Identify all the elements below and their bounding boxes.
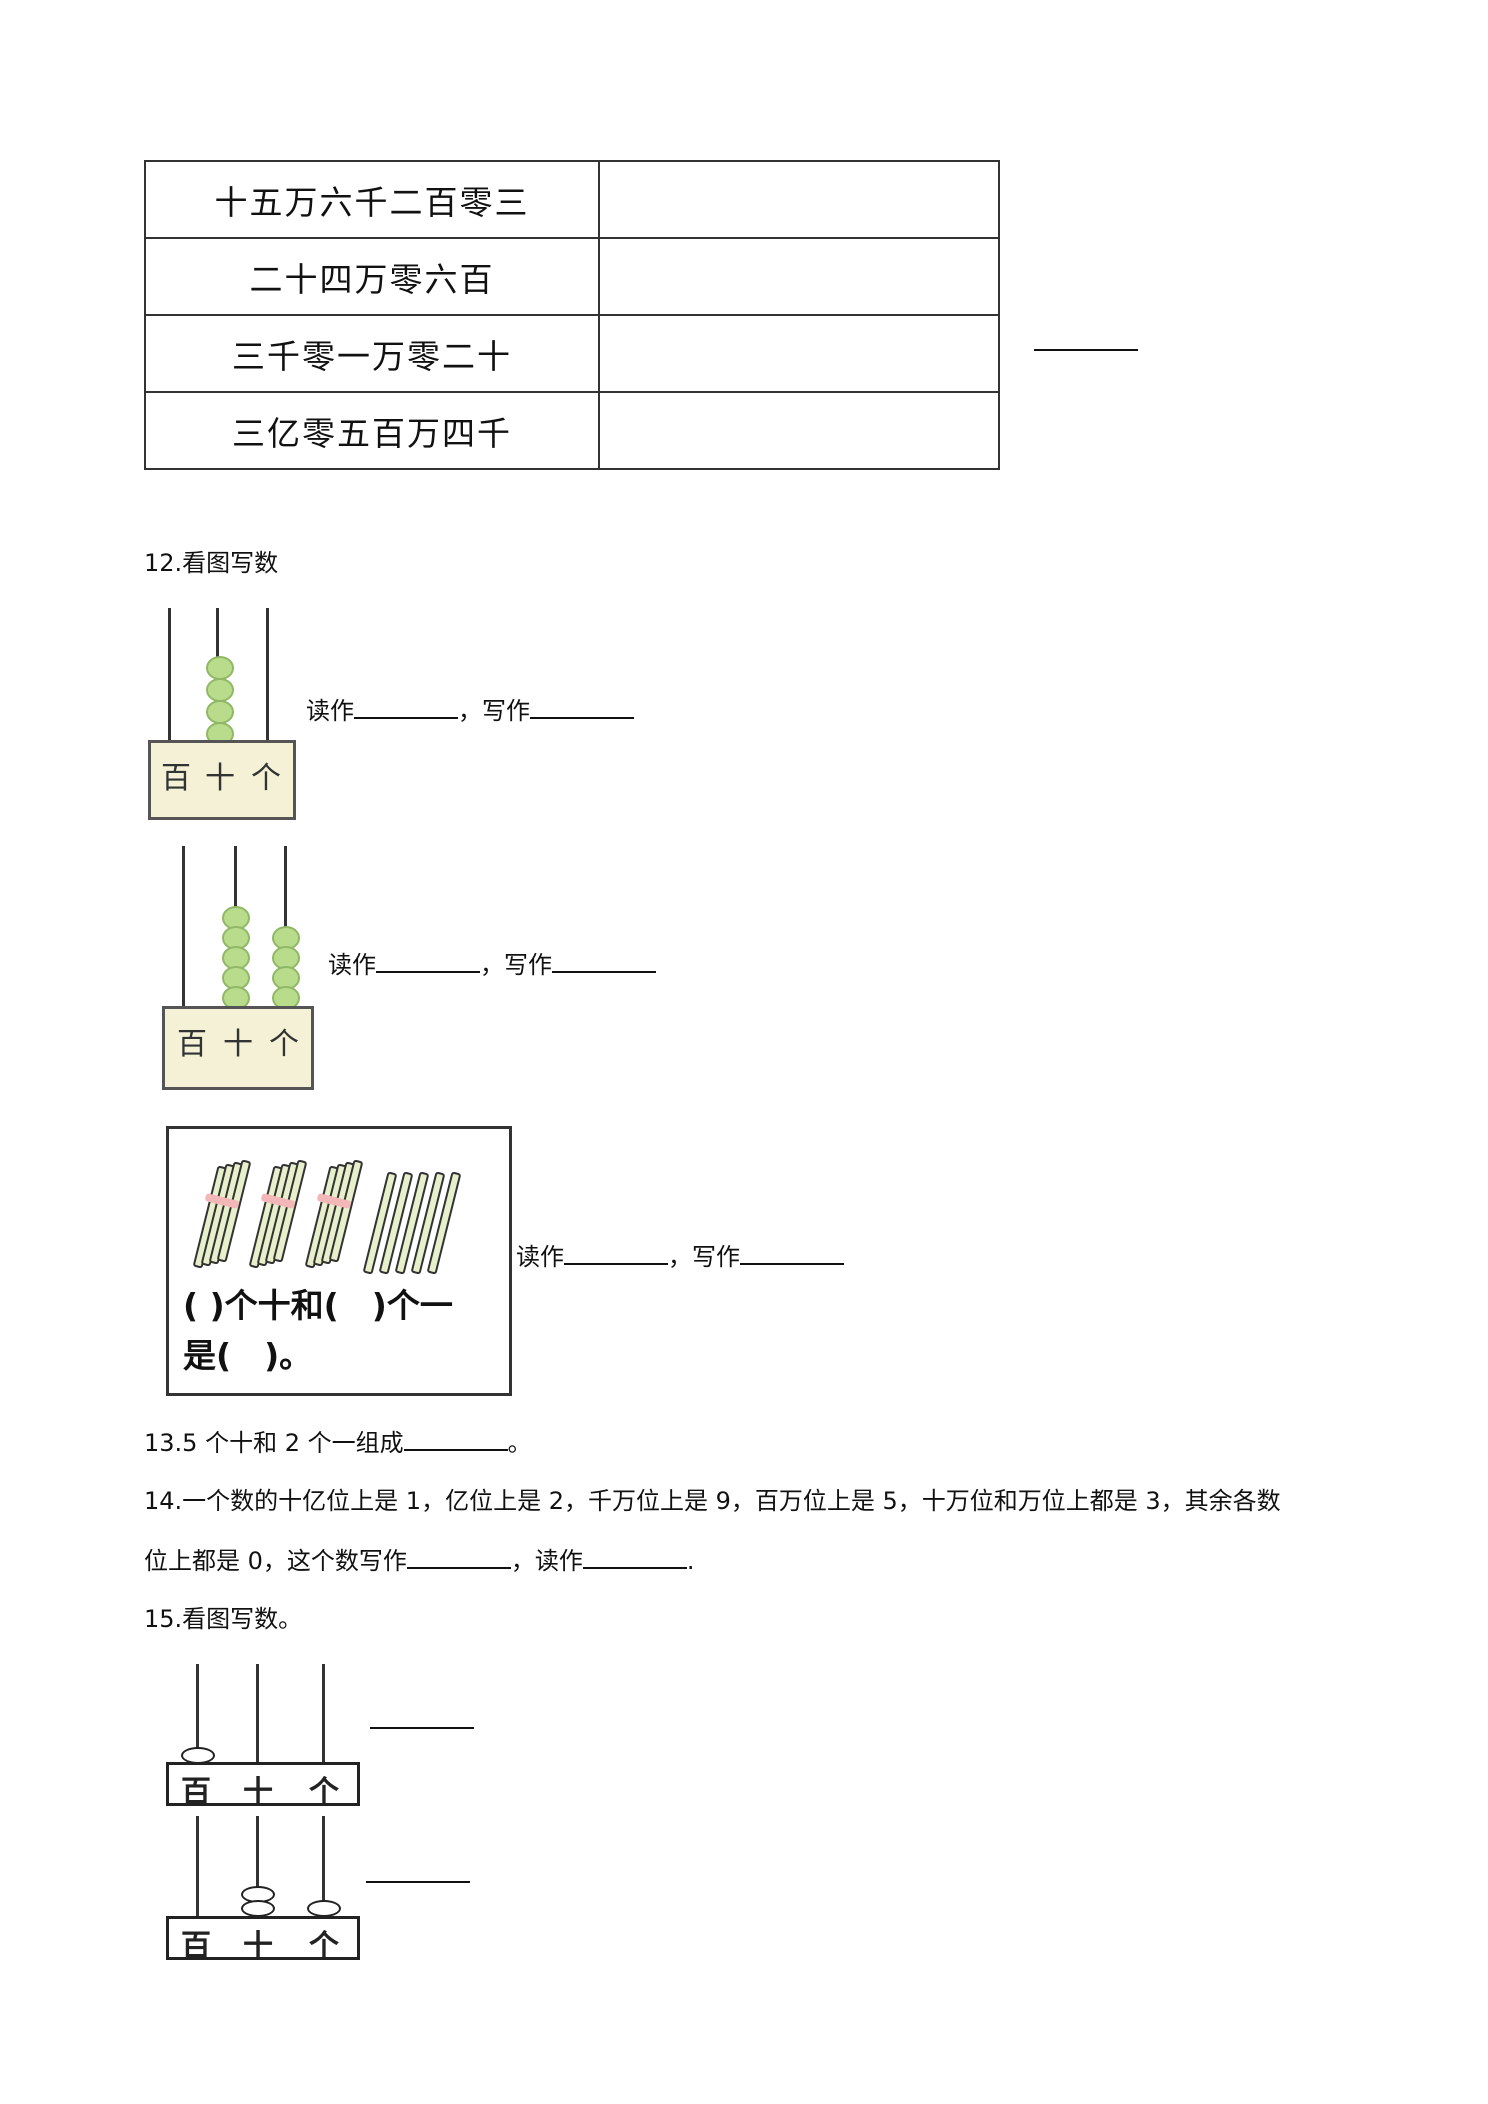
table-cell-answer[interactable] [598, 160, 1000, 239]
answer-line-3: 读作，写作 [516, 1242, 844, 1272]
answer-line-1: 读作，写作 [306, 696, 634, 726]
table-row: 三亿零五百万四千 [144, 391, 1000, 470]
question-14-line-1: 14.一个数的十亿位上是 1，亿位上是 2，千万位上是 9，百万位上是 5，十万… [144, 1487, 1281, 1515]
write-blank[interactable] [530, 716, 634, 719]
read-blank[interactable] [376, 970, 480, 973]
figure-caption-line-2: 是( )。 [183, 1336, 313, 1375]
table-row: 二十四万零六百 [144, 237, 1000, 316]
read-blank[interactable] [582, 1566, 687, 1569]
abacus-base: 百 十 个 [162, 1006, 314, 1090]
table-row: 十五万六千二百零三 [144, 160, 1000, 239]
answer-line-2: 读作，写作 [328, 950, 656, 980]
number-table: 十五万六千二百零三 二十四万零六百 三千零一万零二十 三亿零五百万四千 [144, 160, 1000, 470]
answer-blank[interactable] [370, 1726, 474, 1729]
table-cell-answer[interactable] [598, 314, 1000, 393]
table-cell-words: 二十四万零六百 [144, 237, 600, 316]
question-13: 13.5 个十和 2 个一组成。 [144, 1429, 532, 1457]
table-cell-words: 三亿零五百万四千 [144, 391, 600, 470]
question-15-title: 15.看图写数。 [144, 1605, 303, 1633]
table-cell-answer[interactable] [598, 391, 1000, 470]
abacus-base: 百 十 个 [166, 1762, 360, 1810]
answer-blank[interactable] [1034, 348, 1138, 351]
abacus-base: 百 十 个 [148, 740, 296, 820]
answer-blank[interactable] [403, 1448, 508, 1451]
question-12-title: 12.看图写数 [144, 549, 279, 577]
write-blank[interactable] [552, 970, 656, 973]
table-row: 三千零一万零二十 [144, 314, 1000, 393]
write-blank[interactable] [740, 1262, 844, 1265]
answer-blank[interactable] [366, 1880, 470, 1883]
abacus-base: 百 十 个 [166, 1916, 360, 1964]
table-cell-answer[interactable] [598, 237, 1000, 316]
table-cell-words: 三千零一万零二十 [144, 314, 600, 393]
read-blank[interactable] [564, 1262, 668, 1265]
write-blank[interactable] [406, 1566, 511, 1569]
read-blank[interactable] [354, 716, 458, 719]
figure-caption-line-1: ( )个十和( )个一 [183, 1286, 453, 1325]
table-cell-words: 十五万六千二百零三 [144, 160, 600, 239]
question-14-line-2: 位上都是 0，这个数写作，读作. [144, 1547, 695, 1575]
counting-sticks-figure: ( )个十和( )个一 是( )。 [166, 1126, 512, 1396]
